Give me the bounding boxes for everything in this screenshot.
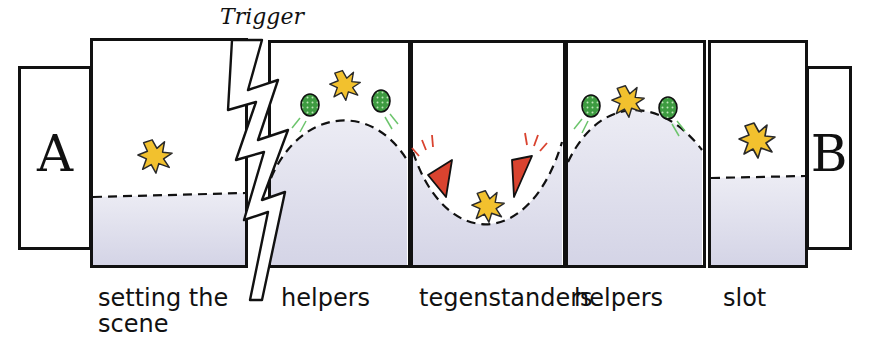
endpoint-letter: B — [809, 125, 849, 183]
endpoint-letter: A — [21, 125, 89, 183]
panel-label: helpers — [574, 285, 709, 311]
panel-label: setting the scene — [98, 285, 248, 337]
scene-panel: tegenstanders — [410, 40, 566, 268]
panel-label: helpers — [281, 285, 416, 311]
trigger-label: Trigger — [220, 4, 304, 29]
endpoint-box: B — [806, 66, 852, 250]
panel-label: tegenstanders — [419, 285, 579, 311]
scene-panel: slot — [708, 40, 808, 268]
scene-panel: helpers — [565, 40, 706, 268]
panel-label: slot — [723, 285, 823, 311]
scene-panel: helpers — [268, 40, 411, 268]
scene-panel: setting the scene — [90, 38, 248, 268]
endpoint-box: A — [18, 66, 92, 250]
